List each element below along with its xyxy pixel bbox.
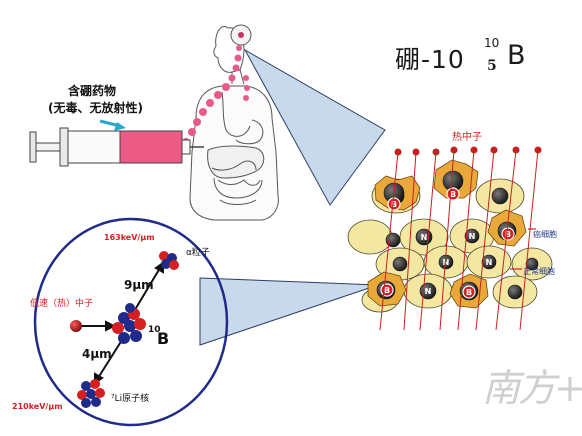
li-range-label: 4μm	[82, 347, 112, 361]
beam-to-reaction	[199, 277, 379, 346]
mass-number: 10	[484, 36, 500, 50]
syringe-icon	[29, 127, 204, 167]
reaction-circle	[33, 217, 229, 427]
thermal-neutron-label: 热中子	[452, 132, 482, 143]
cancer-cell-label: 癌细胞	[533, 230, 557, 239]
li-energy-label: 210keV/μm	[12, 402, 63, 411]
atomic-number: 5	[487, 58, 497, 74]
alpha-energy-label: 163keV/μm	[104, 233, 155, 242]
normal-mark-label: N	[443, 258, 450, 267]
alpha-particle-label: α粒子	[186, 248, 210, 258]
boron-mark-label: B	[505, 230, 511, 239]
boron-mark-label: B	[450, 190, 456, 199]
beam-to-head	[243, 48, 386, 206]
boron10-title: 硼-10	[395, 45, 465, 74]
normal-cell-label: 正常细胞	[523, 267, 555, 276]
injection-arrowhead-icon	[114, 122, 126, 131]
boron-mark-label: B	[384, 286, 390, 295]
cell-cluster: B B B B B N N N N N	[347, 159, 553, 313]
alpha-particle-icon	[159, 251, 179, 270]
boron-mark-label: B	[391, 200, 397, 209]
lithium-nucleus-label: ⁷Li原子核	[111, 394, 150, 404]
boron-symbol-label: B	[157, 329, 170, 348]
normal-mark-label: N	[486, 258, 493, 267]
slow-neutron-label: 低速（热）中子	[30, 299, 94, 309]
boron-mark-label: B	[466, 288, 472, 297]
alpha-range-label: 9μm	[124, 278, 154, 292]
neutron-rays	[379, 146, 542, 331]
human-body-icon	[189, 24, 279, 221]
boron-nucleus-icon	[112, 303, 146, 344]
slow-neutron-icon	[70, 320, 82, 332]
normal-mark-label: N	[469, 232, 476, 241]
drug-label: 含硼药物	[68, 84, 117, 98]
normal-mark-label: N	[425, 287, 432, 296]
drug-note: (无毒、无放射性)	[48, 101, 143, 115]
watermark-logo: 南方+	[482, 366, 582, 410]
element-symbol: B	[507, 40, 526, 71]
boron-mass-label: 10	[148, 325, 161, 335]
lithium-nucleus-icon	[77, 379, 105, 408]
normal-mark-label: N	[421, 233, 428, 242]
